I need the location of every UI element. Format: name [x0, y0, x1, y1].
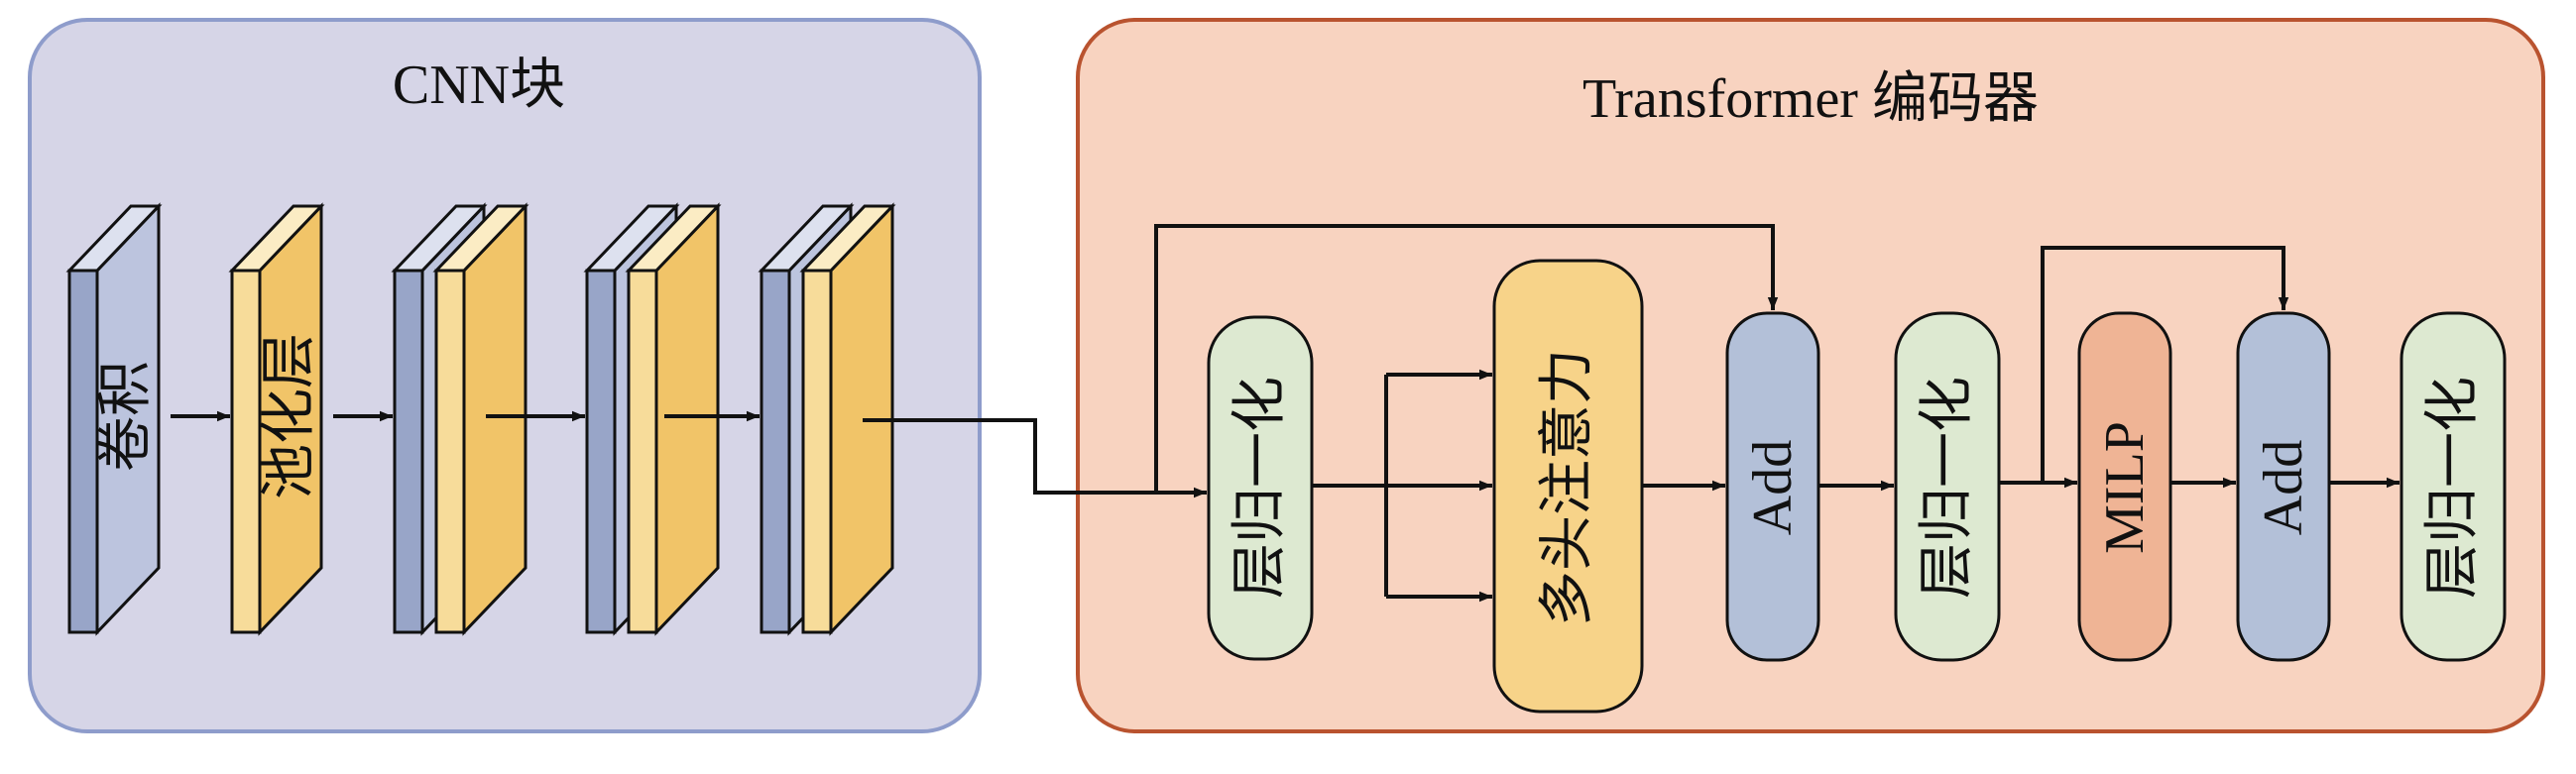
conv-pool-stack-2	[583, 202, 722, 636]
layernorm-node-2-label: 层归一化	[1917, 377, 1978, 599]
conv-pool-stack-1	[391, 202, 529, 636]
layernorm-node-3-label: 层归一化	[2422, 377, 2484, 599]
cnn-panel: CNN块 卷积 池化层	[28, 18, 982, 733]
layernorm-node-1-label: 层归一化	[1229, 377, 1291, 599]
attention-node: 多头注意力	[1492, 259, 1644, 714]
mlp-node: MILP	[2077, 311, 2172, 662]
conv-layer-block: 卷积	[65, 202, 163, 636]
add-node-2-label: Add	[2253, 440, 2314, 535]
conv-layer-label: 卷积	[95, 361, 157, 472]
pool-layer-block: 池化层	[228, 202, 325, 636]
transformer-panel: Transformer 编码器 层归一化 多头注意力 Add 层归一化 MILP…	[863, 18, 2545, 733]
add-node-2: Add	[2236, 311, 2331, 662]
cnn-panel-title: CNN块	[393, 55, 565, 116]
pool-layer-label: 池化层	[259, 333, 320, 499]
mlp-node-label: MILP	[2094, 421, 2156, 554]
layernorm-node-2: 层归一化	[1894, 311, 2001, 662]
attention-node-label: 多头注意力	[1537, 349, 1598, 626]
layernorm-node-1: 层归一化	[1207, 315, 1314, 661]
connector-cnn-to-transformer	[863, 418, 1207, 498]
add-node-1: Add	[1725, 311, 1820, 662]
pool-layer-front	[230, 269, 262, 634]
add-node-1-label: Add	[1742, 440, 1804, 535]
conv-layer-front	[67, 269, 99, 634]
skip-connection-2	[2041, 246, 2289, 483]
layernorm-node-3: 层归一化	[2400, 311, 2507, 662]
skip-connection-1	[1154, 224, 1779, 493]
conv-pool-stack-3	[758, 202, 896, 636]
transformer-panel-title: Transformer 编码器	[1582, 68, 2039, 130]
